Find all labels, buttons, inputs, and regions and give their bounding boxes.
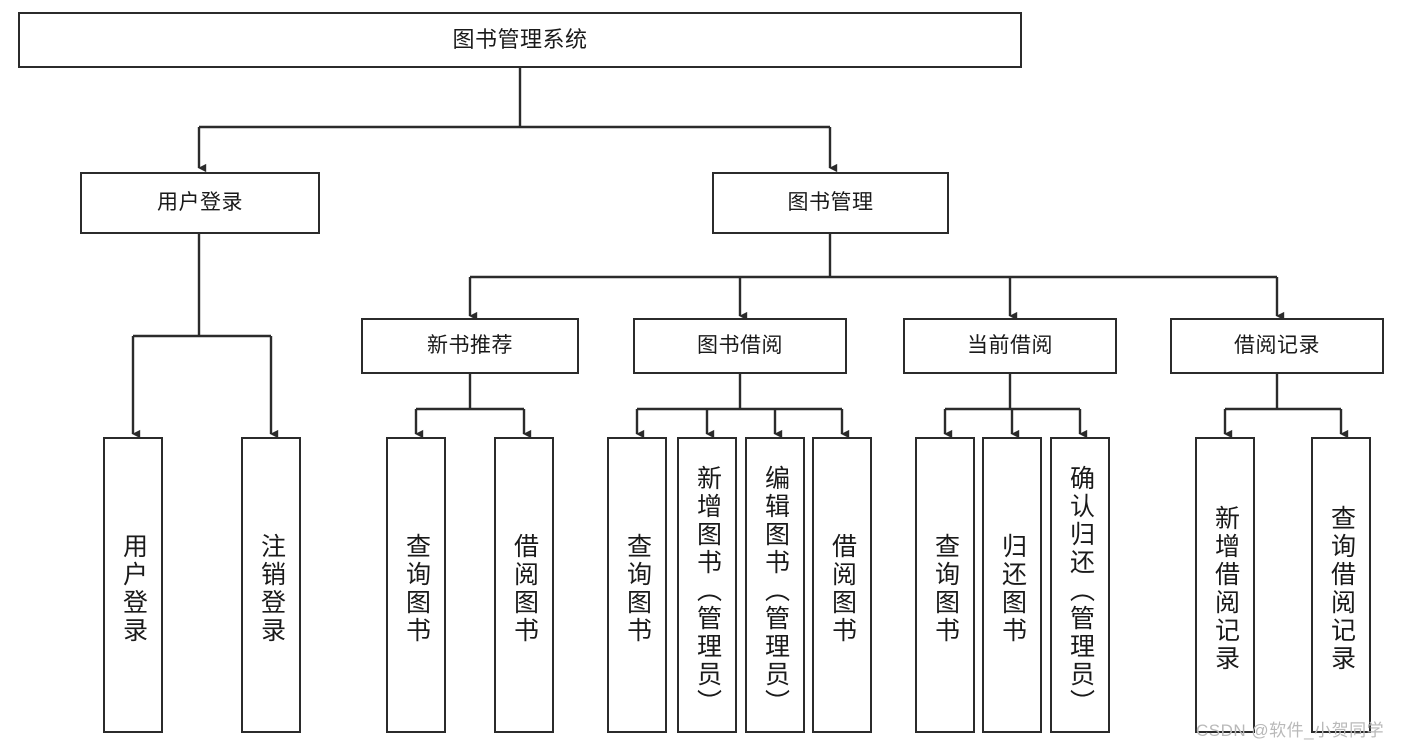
node-label: 图书管理系统 — [452, 27, 588, 53]
node-user-login[interactable]: 用户登录 — [80, 172, 320, 234]
leaf-borrow-books-recommend[interactable]: 借阅图书 — [494, 437, 554, 733]
leaf-edit-book-admin[interactable]: 编辑图书（管理员） — [745, 437, 805, 733]
node-label: 归还图书 — [998, 533, 1027, 645]
node-label: 借阅记录 — [1234, 333, 1320, 357]
leaf-user-login[interactable]: 用户登录 — [103, 437, 163, 733]
node-current-borrow[interactable]: 当前借阅 — [903, 318, 1117, 374]
node-label: 新增借阅记录 — [1211, 505, 1240, 673]
leaf-query-books-current[interactable]: 查询图书 — [915, 437, 975, 733]
node-book-management[interactable]: 图书管理 — [712, 172, 949, 234]
leaf-query-books-borrow[interactable]: 查询图书 — [607, 437, 667, 733]
leaf-return-books[interactable]: 归还图书 — [982, 437, 1042, 733]
node-label: 图书管理 — [787, 190, 874, 214]
node-label: 查询图书 — [623, 533, 652, 645]
leaf-add-book-admin[interactable]: 新增图书（管理员） — [677, 437, 737, 733]
leaf-add-borrow-record[interactable]: 新增借阅记录 — [1195, 437, 1255, 733]
node-label: 编辑图书（管理员） — [761, 465, 790, 717]
node-label: 用户登录 — [157, 190, 243, 214]
leaf-user-logout[interactable]: 注销登录 — [241, 437, 301, 733]
node-label: 借阅图书 — [828, 533, 857, 645]
watermark: CSDN @软件_小贺同学 — [1196, 721, 1385, 740]
node-label: 当前借阅 — [967, 333, 1053, 357]
node-label: 借阅图书 — [510, 533, 539, 645]
node-label: 图书借阅 — [697, 333, 783, 357]
node-root-system[interactable]: 图书管理系统 — [18, 12, 1022, 68]
node-label: 注销登录 — [257, 533, 286, 645]
leaf-query-books-recommend[interactable]: 查询图书 — [386, 437, 446, 733]
node-label: 查询借阅记录 — [1327, 505, 1356, 673]
leaf-confirm-return-admin[interactable]: 确认归还（管理员） — [1050, 437, 1110, 733]
node-label: 用户登录 — [119, 533, 148, 645]
node-new-book-recommend[interactable]: 新书推荐 — [361, 318, 579, 374]
node-label: 新书推荐 — [427, 333, 513, 357]
node-label: 查询图书 — [931, 533, 960, 645]
node-label: 确认归还（管理员） — [1066, 465, 1095, 717]
leaf-borrow-books[interactable]: 借阅图书 — [812, 437, 872, 733]
node-borrow-records[interactable]: 借阅记录 — [1170, 318, 1384, 374]
leaf-query-borrow-record[interactable]: 查询借阅记录 — [1311, 437, 1371, 733]
node-label: 新增图书（管理员） — [693, 465, 722, 717]
node-book-borrow[interactable]: 图书借阅 — [633, 318, 847, 374]
node-label: 查询图书 — [402, 533, 431, 645]
